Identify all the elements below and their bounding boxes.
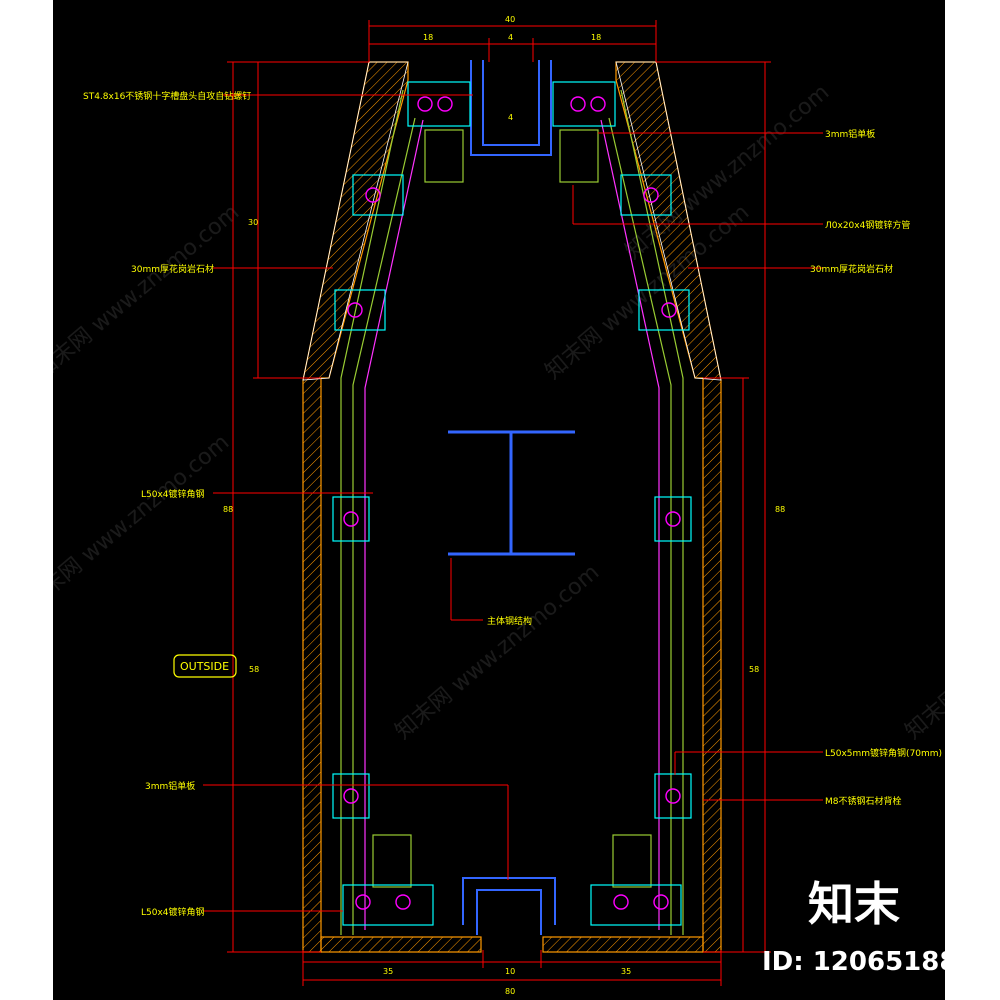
dim-bottom-left: 35 bbox=[383, 967, 393, 976]
label-top-left: ST4.8x16不锈钢十字槽盘头自攻自钻螺钉 bbox=[83, 90, 251, 102]
watermark-2: 知末网 www.znzmo.com bbox=[53, 430, 234, 615]
label-left-stone: 30mm厚花岗岩石材 bbox=[131, 263, 214, 275]
dim-left-outer: 88 bbox=[223, 505, 233, 514]
section-drawing: 知末网 www.znzmo.com 知末网 www.znzmo.com 知末网 … bbox=[53, 15, 945, 996]
dim-bottom-right: 35 bbox=[621, 967, 631, 976]
i-beam bbox=[448, 430, 575, 556]
stone-cladding bbox=[302, 61, 722, 953]
dim-bottom-total: 80 bbox=[505, 987, 515, 996]
dim-left-lower: 58 bbox=[249, 665, 259, 674]
watermark-3: 知末网 www.znzmo.com bbox=[391, 560, 604, 745]
steel-frame bbox=[340, 89, 684, 935]
label-right-angle: L50x5mm镀锌角钢(70mm) bbox=[825, 747, 942, 759]
dim-top-total: 40 bbox=[505, 15, 515, 24]
dimension-lines bbox=[227, 20, 771, 986]
label-left-panel: 3mm铝单板 bbox=[145, 780, 195, 792]
outside-label: OUTSIDE bbox=[180, 660, 229, 673]
bottom-channel bbox=[462, 877, 556, 935]
label-right-stone: 30mm厚花岗岩石材 bbox=[810, 263, 893, 275]
dim-bottom-mid: 10 bbox=[505, 967, 515, 976]
dim-top-mid: 4 bbox=[508, 33, 513, 42]
callout-labels: ST4.8x16不锈钢十字槽盘头自攻自钻螺钉 3mm铝单板 Л0x20x4钢镀锌… bbox=[83, 90, 942, 918]
outside-tag: OUTSIDE bbox=[173, 654, 237, 678]
dim-top-right: 18 bbox=[591, 33, 601, 42]
watermark-1: 知末网 www.znzmo.com bbox=[53, 200, 244, 385]
aluminium-panel bbox=[364, 119, 660, 930]
dim-left-upper: 30 bbox=[248, 218, 258, 227]
label-left-angle: L50x4镀锌角钢 bbox=[141, 488, 205, 500]
leader-lines bbox=[203, 94, 823, 912]
brackets bbox=[332, 81, 692, 926]
dim-top-left: 18 bbox=[423, 33, 433, 42]
top-channel bbox=[470, 60, 552, 156]
dim-right-lower: 58 bbox=[749, 665, 759, 674]
label-right-tube: Л0x20x4钢镀锌方管 bbox=[825, 219, 910, 231]
label-top-right: 3mm铝单板 bbox=[825, 128, 875, 140]
dimension-texts: 40 18 18 4 80 35 35 10 30 88 58 88 58 4 bbox=[223, 15, 785, 996]
dim-mid-small: 4 bbox=[508, 113, 513, 122]
label-right-bolt: M8不锈钢石材背栓 bbox=[825, 795, 902, 807]
watermark-layer: 知末网 www.znzmo.com 知末网 www.znzmo.com 知末网 … bbox=[53, 80, 945, 745]
cad-drawing: 知末网 www.znzmo.com 知末网 www.znzmo.com 知末网 … bbox=[53, 0, 945, 1000]
dim-right-outer: 88 bbox=[775, 505, 785, 514]
fasteners bbox=[343, 96, 681, 910]
watermark-6: 知末网 www.znzmo.com bbox=[901, 560, 945, 745]
label-center-beam: 主体钢结构 bbox=[487, 615, 532, 627]
label-bottom-left: L50x4镀锌角钢 bbox=[141, 906, 205, 918]
